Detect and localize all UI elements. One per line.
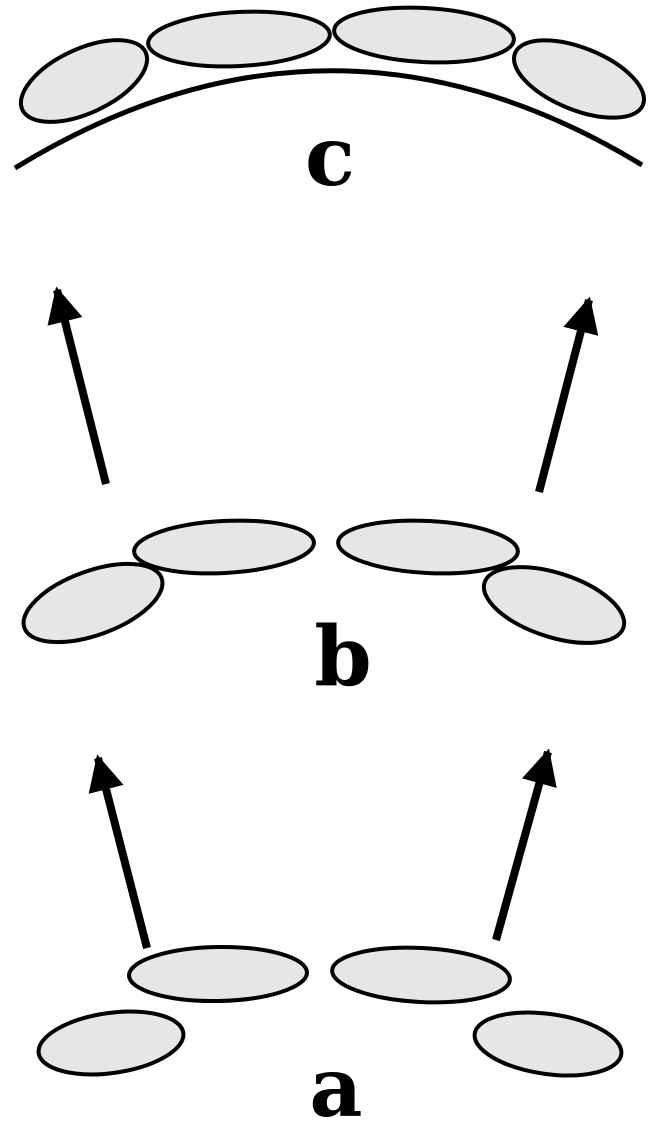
stage-a-cell-3: [36, 1009, 186, 1077]
stage-b-cell-4: [481, 565, 627, 645]
stage-c-cell-3: [332, 5, 516, 65]
arrow-a-to-b-right: [492, 748, 557, 942]
stage-label-c: c: [305, 109, 355, 205]
stage-b-cell-1: [132, 518, 316, 576]
stage-c-cell-4: [511, 38, 647, 120]
curved-surface-line: [13, 68, 644, 171]
stage-c-cell-1: [18, 38, 150, 124]
stage-c-cell-2: [146, 9, 332, 69]
arrow-b-to-c-left: [47, 286, 110, 485]
stage-b-cell-3: [21, 561, 165, 645]
stage-c-group: c: [13, 5, 647, 205]
stage-a-group: a: [36, 944, 624, 1124]
stage-label-a: a: [309, 1040, 362, 1124]
stage-b-group: b: [21, 518, 627, 705]
stage-a-cell-4: [472, 1010, 624, 1078]
stage-a-cell-1: [127, 944, 309, 1004]
stage-a-cell-2: [330, 945, 512, 1005]
stage-label-b: b: [314, 609, 371, 705]
arrow-b-to-c-right: [535, 296, 599, 494]
stage-b-cell-2: [336, 518, 520, 576]
arrow-a-to-b-left: [88, 754, 151, 949]
